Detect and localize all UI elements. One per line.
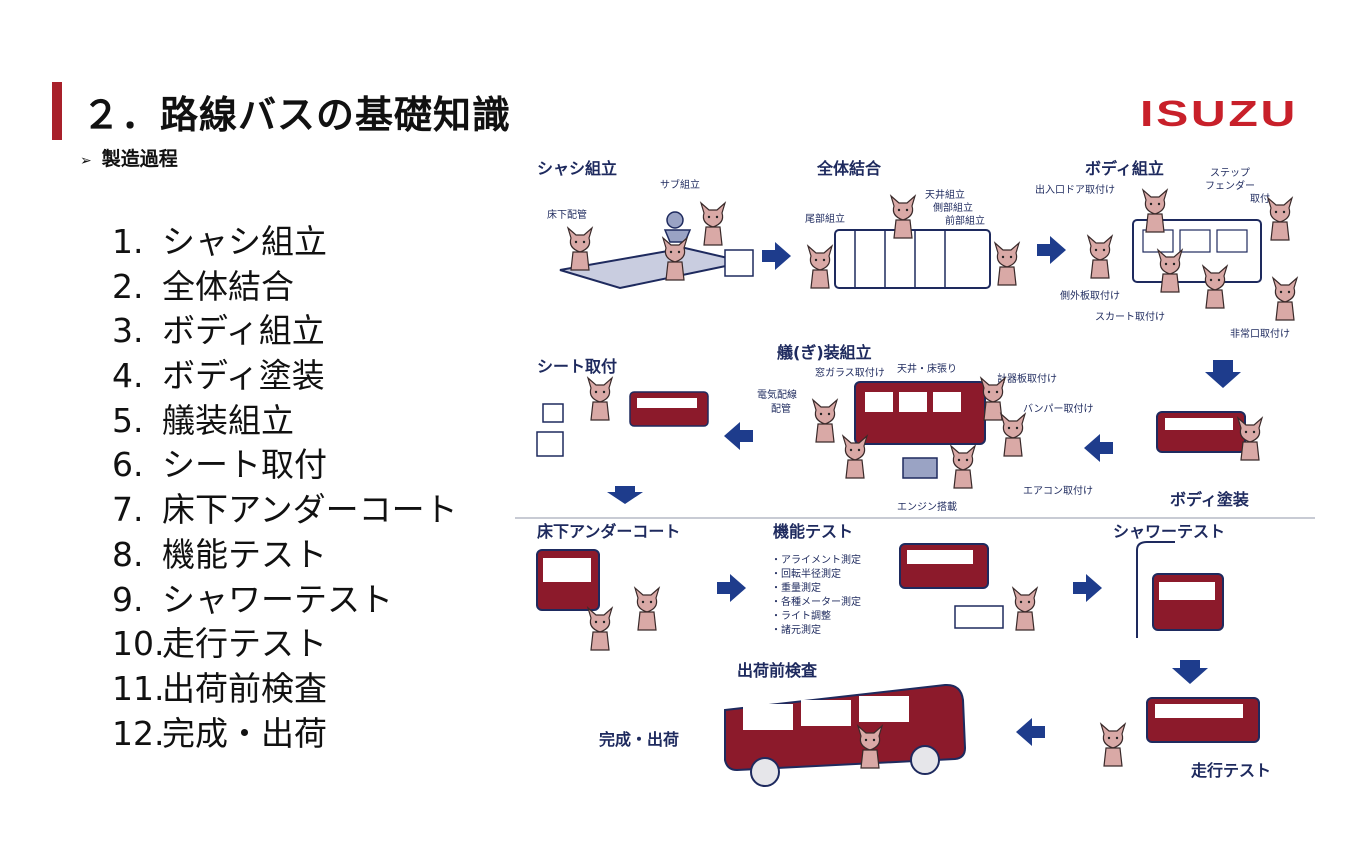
list-item: 11.出荷前検査 [112,668,327,708]
arrow-right-4 [1073,574,1102,602]
label-body-emergency: 非常口取付け [1230,327,1290,340]
drive-illustration [1100,697,1260,767]
label-chassis-floor: 床下配管 [547,208,587,221]
process-step-list: 1.シャシ組立 2.全体結合 3.ボディ組立 4.ボディ塗装 5.艤装組立 6.… [112,220,458,756]
label-seat: シート取付 [537,357,617,376]
arrow-left-1 [724,422,753,450]
function-item-4: ・各種メーター測定 [771,595,861,608]
label-joint-roof: 天井組立 [925,188,965,201]
function-item-2: ・回転半径測定 [771,567,841,580]
function-item-1: ・アライメント測定 [771,553,861,566]
label-rig-engine: エンジン搭載 [897,500,957,513]
label-complete: 完成・出荷 [599,730,679,749]
label-rigging: 艤(ぎ)装組立 [777,343,872,362]
label-rig-elec1: 電気配線 [757,388,797,401]
label-joint-side: 側部組立 [933,201,973,214]
label-body-skirt: スカート取付け [1095,310,1165,323]
chassis-illustration [559,202,754,290]
label-body: ボディ組立 [1085,159,1164,178]
label-rig-window: 窓ガラス取付け [815,366,885,379]
list-item: 5.艤装組立 [112,400,294,440]
joint-illustration [807,195,1020,289]
label-rig-gauge: 計器板取付け [997,372,1057,385]
label-body-step2: フェンダー [1205,179,1255,192]
function-item-5: ・ライト調整 [771,609,831,622]
label-function: 機能テスト [773,522,853,541]
arrow-right-3 [717,574,746,602]
arrow-left-3 [1016,718,1045,746]
list-item: 10.走行テスト [112,624,327,664]
list-item: 2.全体結合 [112,266,294,306]
arrow-right-2 [1037,236,1066,264]
label-body-door: 出入口ドア取付け [1035,183,1115,196]
subtitle-text: 製造過程 [101,148,178,170]
paint-illustration [1156,411,1263,461]
label-inspection: 出荷前検査 [737,661,817,680]
label-chassis-sub: サブ組立 [660,178,700,191]
body-illustration [1087,189,1298,321]
label-shower: シャワーテスト [1113,522,1225,541]
page-title: ２．路線バスの基礎知識 [82,93,512,137]
label-chassis: シャシ組立 [537,159,617,178]
label-rig-aircon: エアコン取付け [1023,484,1093,497]
arrow-left-2 [1084,434,1113,462]
label-body-side-panel: 側外板取付け [1060,289,1120,302]
label-joint-front: 前部組立 [945,214,985,227]
undercoat-illustration [536,549,660,651]
subtitle: ➢ 製造過程 [80,144,178,171]
title-accent-bar [52,82,62,140]
seat-illustration [536,377,709,457]
shower-illustration [1136,541,1224,638]
label-joint: 全体結合 [816,159,882,178]
function-illustration [899,543,1038,631]
arrow-down-2 [607,486,643,504]
label-drive: 走行テスト [1190,761,1271,780]
list-item: 12.完成・出荷 [112,713,327,753]
rigging-illustration [812,377,1026,489]
list-item: 1.シャシ組立 [112,222,327,261]
arrow-right-1 [762,242,791,270]
arrow-down-1 [1205,360,1241,388]
svg-text:ISUZU: ISUZU [1140,96,1298,130]
isuzu-logo: ISUZU [1140,96,1298,130]
label-undercoat: 床下アンダーコート [537,522,680,541]
manufacturing-process-diagram: シャシ組立 サブ組立 床下配管 全体結合 天井組立 側部組立 前部組立 尾部組立… [515,159,1315,787]
list-item: 8.機能テスト [112,534,327,574]
label-rig-elec2: 配管 [771,402,791,415]
label-joint-rear: 尾部組立 [805,212,845,225]
function-item-6: ・諸元測定 [771,623,821,636]
label-paint: ボディ塗装 [1170,490,1249,509]
label-body-step3: 取付 [1250,192,1270,205]
list-item: 6.シート取付 [112,445,327,485]
complete-bus-illustration [724,683,967,787]
arrow-down-3 [1172,660,1208,684]
arrow-bullet-icon: ➢ [80,153,92,169]
list-item: 9.シャワーテスト [112,579,393,619]
list-item: 3.ボディ組立 [112,311,325,351]
label-body-step1: ステップ [1210,167,1250,179]
function-item-3: ・重量測定 [771,581,821,594]
list-item: 7.床下アンダーコート [112,490,458,530]
label-rig-ceiling: 天井・床張り [897,362,957,375]
list-item: 4.ボディ塗装 [112,356,325,396]
label-rig-bumper: バンパー取付け [1023,402,1094,415]
